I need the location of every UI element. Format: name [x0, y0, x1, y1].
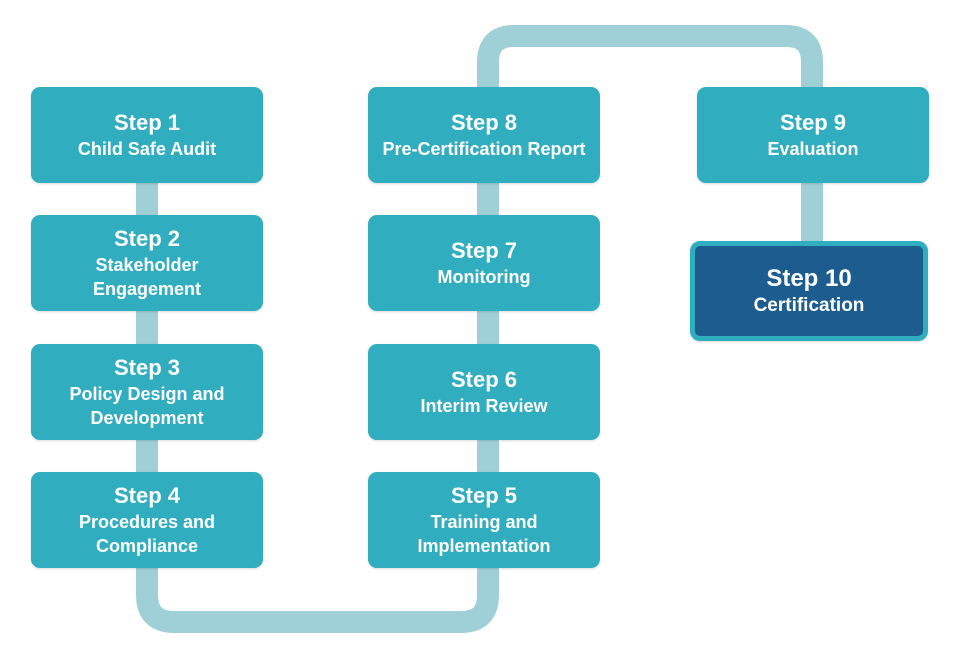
step-3-label: Policy Design and Development [69, 383, 225, 428]
step-7-box: Step 7 Monitoring [368, 215, 600, 311]
step-8-number: Step 8 [450, 109, 518, 135]
step-4-label: Procedures and Compliance [78, 511, 216, 556]
step-3-box: Step 3 Policy Design and Development [31, 344, 263, 440]
step-10-number: Step 10 [766, 264, 852, 292]
step-4-box: Step 4 Procedures and Compliance [31, 472, 263, 568]
step-1-box: Step 1 Child Safe Audit [31, 87, 263, 183]
step-9-box: Step 9 Evaluation [697, 87, 929, 183]
step-6-number: Step 6 [450, 366, 518, 392]
step-9-label: Evaluation [767, 138, 859, 159]
step-2-box: Step 2 Stakeholder Engagement [31, 215, 263, 311]
step-6-box: Step 6 Interim Review [368, 344, 600, 440]
step-10-box: Step 10 Certification [690, 241, 928, 341]
step-5-label: Training and Implementation [417, 511, 551, 556]
step-8-label: Pre-Certification Report [382, 138, 586, 159]
step-1-number: Step 1 [113, 109, 181, 135]
step-6-label: Interim Review [420, 395, 548, 416]
step-4-number: Step 4 [113, 482, 181, 508]
step-8-box: Step 8 Pre-Certification Report [368, 87, 600, 183]
step-2-number: Step 2 [113, 225, 181, 251]
step-9-number: Step 9 [779, 109, 847, 135]
step-7-number: Step 7 [450, 237, 518, 263]
step-7-label: Monitoring [437, 266, 531, 287]
step-3-number: Step 3 [113, 354, 181, 380]
step-2-label: Stakeholder Engagement [92, 254, 202, 299]
step-5-number: Step 5 [450, 482, 518, 508]
step-1-label: Child Safe Audit [77, 138, 217, 159]
step-10-label: Certification [753, 294, 865, 316]
step-5-box: Step 5 Training and Implementation [368, 472, 600, 568]
